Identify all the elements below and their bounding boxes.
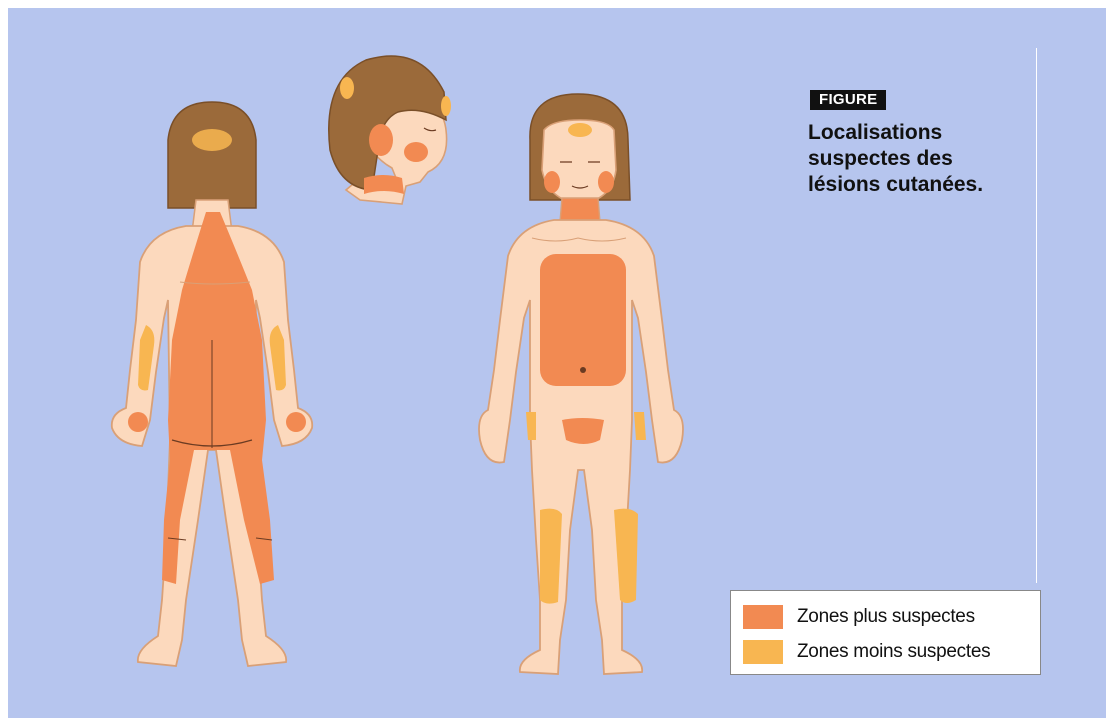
legend-swatch-less-suspect xyxy=(743,640,783,664)
legend-label-more-suspect: Zones plus suspectes xyxy=(797,606,975,628)
figure-title-line-1: Localisations xyxy=(808,120,1038,146)
child-back-view xyxy=(112,102,312,666)
legend-swatch-more-suspect xyxy=(743,605,783,629)
figure-tag: FIGURE xyxy=(810,90,886,110)
child-front-view xyxy=(479,94,683,674)
figure-title-line-2: suspectes des xyxy=(808,146,1038,172)
legend: Zones plus suspectes Zones moins suspect… xyxy=(730,590,1041,675)
legend-label-less-suspect: Zones moins suspectes xyxy=(797,641,990,663)
figure-title: Localisations suspectes des lésions cuta… xyxy=(808,120,1038,198)
figure-title-line-3: lésions cutanées. xyxy=(808,172,1038,198)
legend-item-more-suspect: Zones plus suspectes xyxy=(743,602,975,632)
child-head-profile xyxy=(329,56,451,204)
legend-item-less-suspect: Zones moins suspectes xyxy=(743,637,990,667)
